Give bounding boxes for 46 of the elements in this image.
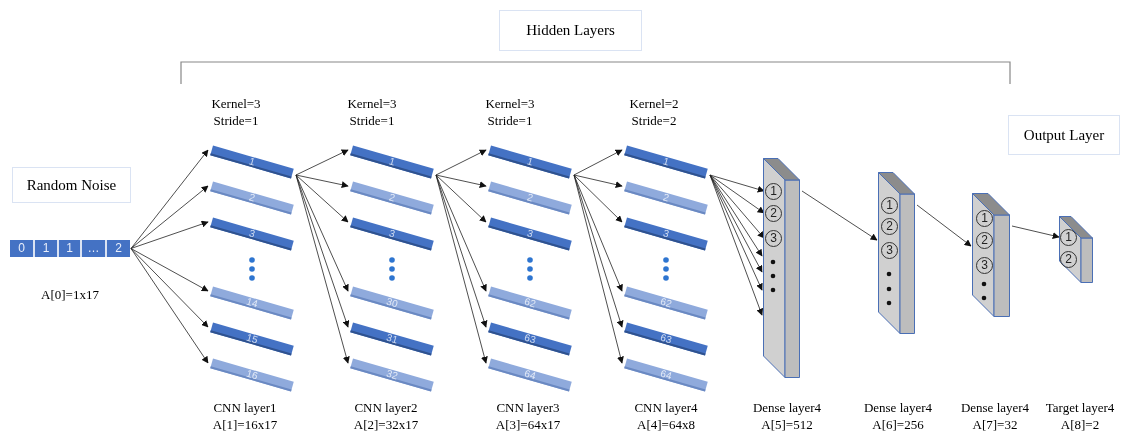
feature-map-bar: 1 xyxy=(350,145,434,179)
feature-map-bar: 62 xyxy=(624,286,708,320)
feature-map-bar: 1 xyxy=(624,145,708,179)
vector-cell: 1 xyxy=(35,240,57,257)
layer-title-box: Hidden Layers xyxy=(499,10,642,51)
layer-size-label: Dense layer4 A[7]=32 xyxy=(959,399,1031,433)
feature-map-bar: 63 xyxy=(624,322,708,356)
feature-map-bar: 3 xyxy=(488,217,572,251)
vector-cell: 1 xyxy=(59,240,80,257)
feature-map-bar: 1 xyxy=(488,145,572,179)
layer-size-label: A[0]=1x17 xyxy=(40,286,100,303)
feature-map-bar: 2 xyxy=(210,181,294,215)
feature-map-bar: 2 xyxy=(350,181,434,215)
layer-size-label: CNN layer4 A[4]=64x8 xyxy=(633,399,699,433)
layer-size-label: Dense layer4 A[6]=256 xyxy=(862,399,934,433)
kernel-stride-label: Kernel=3 Stride=1 xyxy=(210,95,262,129)
feature-map-bar: 32 xyxy=(350,358,434,392)
kernel-stride-label: Kernel=3 Stride=1 xyxy=(484,95,536,129)
feature-map-bar: 16 xyxy=(210,358,294,392)
feature-map-bar: 1 xyxy=(210,145,294,179)
feature-map-bar: 63 xyxy=(488,322,572,356)
layer-size-label: Dense layer4 A[5]=512 xyxy=(751,399,823,433)
layer-size-label: CNN layer3 A[3]=64x17 xyxy=(494,399,562,433)
feature-map-bar: 64 xyxy=(488,358,572,392)
layer-size-label: Target layer4 A[8]=2 xyxy=(1044,399,1116,433)
layer-size-label: CNN layer2 A[2]=32x17 xyxy=(352,399,420,433)
layer-title-box: Output Layer xyxy=(1008,115,1120,155)
feature-map-bar: 31 xyxy=(350,322,434,356)
kernel-stride-label: Kernel=3 Stride=1 xyxy=(346,95,398,129)
feature-map-bar: 2 xyxy=(488,181,572,215)
feature-map-bar: 62 xyxy=(488,286,572,320)
layer-size-label: CNN layer1 A[1]=16x17 xyxy=(211,399,279,433)
feature-map-bar: 3 xyxy=(210,217,294,251)
feature-map-bar: 2 xyxy=(624,181,708,215)
vector-cell: 0 xyxy=(10,240,33,257)
feature-map-bar: 15 xyxy=(210,322,294,356)
feature-map-bar: 3 xyxy=(624,217,708,251)
feature-map-bar: 3 xyxy=(350,217,434,251)
feature-map-bar: 30 xyxy=(350,286,434,320)
feature-map-bar: 14 xyxy=(210,286,294,320)
layer-title-box: Random Noise xyxy=(12,167,131,203)
kernel-stride-label: Kernel=2 Stride=2 xyxy=(628,95,680,129)
vector-cell: 2 xyxy=(107,240,130,257)
vector-cell: … xyxy=(82,240,105,257)
feature-map-bar: 64 xyxy=(624,358,708,392)
input-vector xyxy=(10,240,130,257)
